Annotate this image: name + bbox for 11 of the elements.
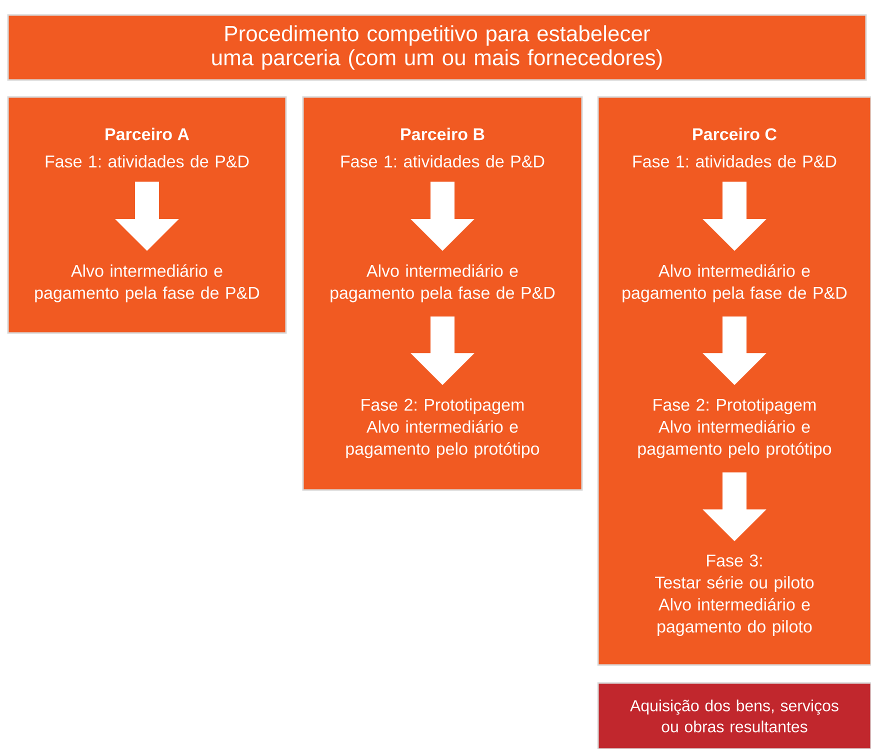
step-text: Fase 2: Prototipagem Alvo intermediário e pagamento pelo protótipo: [346, 398, 540, 458]
title-box: Procedimento competitivo para estabelecer uma parceria (com um ou mais fornecedores): [7, 14, 867, 81]
step-text: Alvo intermediário e pagamento pela fase de P&D: [35, 264, 260, 302]
step-text: Fase 1: atividades de P&D: [46, 155, 249, 168]
result-box: Aquisição dos bens, serviços ou obras resultantes: [597, 682, 871, 749]
step-text: Alvo intermediário e pagamento pela fase de P&D: [622, 264, 847, 302]
step-text: Alvo intermediário e pagamento pela fase de P&D: [330, 264, 555, 302]
step-text: Fase 1: atividades de P&D: [341, 155, 544, 168]
step-text: Fase 3: Testar série ou piloto Alvo intermediário e pagamento do piloto: [655, 554, 814, 636]
step-text: Fase 2: Prototipagem Alvo intermediário e pagamento pelo protótipo: [638, 398, 832, 458]
step-text: Fase 1: atividades de P&D: [633, 155, 836, 168]
